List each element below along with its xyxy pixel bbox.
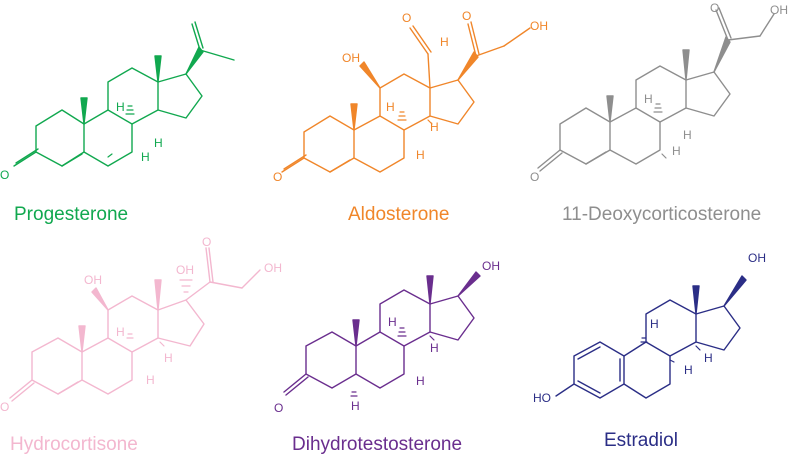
atom-label: OH	[482, 259, 500, 273]
atom-label: H	[650, 317, 659, 331]
atom-label: O	[0, 400, 9, 414]
atom-label: H	[116, 100, 125, 114]
methyl-wedge	[682, 49, 690, 81]
atom-label: O	[402, 11, 411, 25]
atom-label: O	[274, 401, 283, 415]
atom-label: O	[530, 170, 539, 184]
atom-label: H	[146, 373, 155, 387]
molecule-hydrocortisone	[9, 247, 261, 402]
molecule-name: Progesterone	[14, 204, 128, 225]
atom-label: O	[462, 9, 471, 23]
molecule-aldosterone	[281, 21, 531, 173]
methyl-wedge	[78, 325, 86, 353]
atom-label: H	[430, 341, 439, 355]
hash-bonds	[640, 337, 701, 363]
atom-label: OH	[342, 51, 360, 65]
hydroxyl-wedge	[457, 271, 481, 297]
atom-label: H	[672, 144, 681, 158]
atom-labels-dihydrotestosterone: OH H H H H O Dihydrotestosterone	[274, 259, 500, 455]
atom-label: H	[704, 351, 713, 365]
atom-label: O	[202, 235, 211, 249]
ring-bonds	[555, 299, 741, 399]
hydroxyl-wedge	[91, 287, 109, 311]
atom-label: HO	[533, 391, 551, 405]
atom-label: H	[386, 100, 395, 114]
molecule-estradiol	[555, 275, 747, 399]
atom-label: H	[440, 35, 449, 49]
molecule-name: 11-Deoxycorticosterone	[562, 204, 761, 225]
hash-bonds	[397, 111, 433, 125]
atom-labels-estradiol: OH H H H HO Estradiol	[533, 251, 766, 451]
molecule-dihydrotestosterone	[283, 271, 481, 397]
molecule-name: Dihydrotestosterone	[292, 434, 462, 455]
ring-bonds	[281, 21, 531, 173]
hash-bonds	[653, 103, 667, 159]
molecule-progesterone	[13, 21, 235, 167]
atom-label: H	[416, 148, 425, 162]
atom-label: OH	[264, 261, 282, 275]
atom-label: OH	[530, 19, 548, 33]
atom-label: O	[710, 1, 719, 15]
ring-bonds	[13, 21, 235, 167]
molecule-name: Hydrocortisone	[10, 434, 138, 455]
hash-bonds	[126, 279, 193, 347]
atom-label: H	[644, 92, 653, 106]
methyl-wedge	[426, 275, 434, 305]
atom-label: H	[141, 150, 150, 164]
hydroxyl-wedge	[359, 61, 381, 89]
methyl-wedge	[154, 55, 162, 83]
atom-label: H	[116, 325, 125, 339]
side-chain-wedge	[713, 36, 731, 73]
ring-bonds	[283, 289, 475, 396]
molecule-name: Aldosterone	[348, 204, 449, 225]
atom-label: H	[154, 136, 163, 150]
hash-bonds	[107, 105, 135, 158]
side-chain-wedge	[185, 46, 204, 75]
atom-labels-progesterone: O H H H Progesterone	[0, 100, 163, 225]
atom-label: H	[164, 351, 173, 365]
atom-label: H	[416, 374, 425, 388]
methyl-wedge	[350, 103, 358, 131]
side-chain-wedge	[457, 51, 479, 81]
atom-label: H	[430, 120, 439, 134]
methyl-wedge	[80, 97, 88, 125]
atom-label: OH	[84, 273, 102, 287]
methyl-wedge	[352, 319, 360, 347]
atom-labels-11-deoxycorticosterone: O OH H H H O 11-Deoxycorticosterone	[530, 1, 788, 225]
atom-label: H	[351, 399, 360, 413]
methyl-wedge	[606, 95, 614, 123]
atom-labels-hydrocortisone: OH OH O OH H H H O Hydrocortisone	[0, 235, 282, 455]
atom-labels-aldosterone: OH O H O OH H H H O Aldosterone	[273, 9, 548, 225]
atom-label: OH	[176, 263, 194, 277]
atom-label: H	[684, 363, 693, 377]
atom-label: H	[683, 128, 692, 142]
methyl-wedge	[154, 279, 162, 311]
molecule-11-deoxycorticosterone	[537, 7, 775, 172]
ring-bonds	[537, 7, 775, 172]
hydroxyl-wedge	[723, 275, 747, 307]
atom-label: H	[388, 315, 397, 329]
hash-bonds	[350, 327, 435, 397]
methyl-wedge	[692, 285, 700, 315]
atom-label: O	[273, 170, 282, 184]
molecule-name: Estradiol	[604, 430, 678, 451]
atom-label: O	[0, 168, 9, 182]
atom-label: OH	[748, 251, 766, 265]
ring-bonds	[9, 247, 261, 402]
atom-label: OH	[770, 3, 788, 17]
